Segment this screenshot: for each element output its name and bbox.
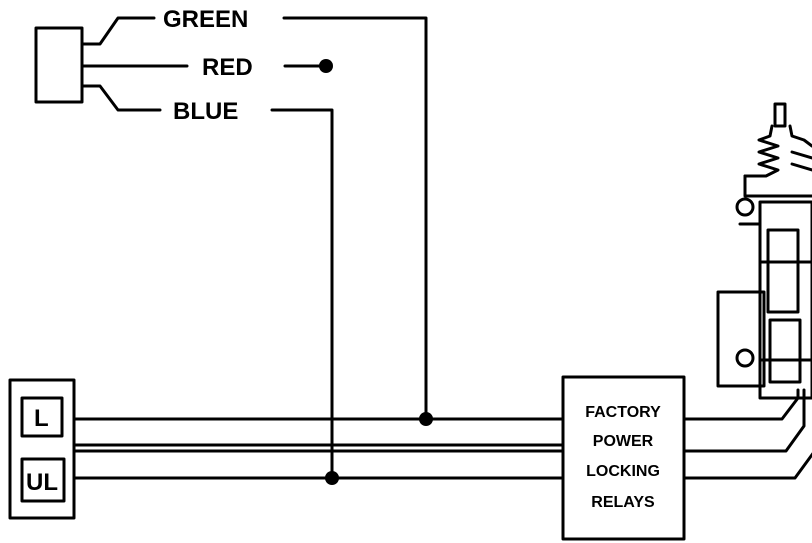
blue-unlock-junction (325, 471, 339, 485)
module-connector (34, 26, 84, 104)
actuator-lead-3 (682, 452, 812, 480)
unlock-terminal-label: UL (26, 469, 58, 496)
red-wire-label: RED (202, 54, 253, 81)
unlock-terminal (20, 457, 66, 503)
blue-wire-lead (80, 84, 162, 112)
blue-wire-label: BLUE (173, 98, 238, 125)
lock-terminal-label: L (34, 405, 49, 432)
green-wire (282, 16, 428, 421)
door-lock-switch-box (8, 378, 76, 520)
relay-label-line1: FACTORY (585, 404, 661, 421)
green-wire-label: GREEN (163, 6, 248, 33)
actuator-lead-1 (682, 388, 800, 421)
green-wire-lead (80, 16, 156, 46)
relay-label-line2: POWER (593, 433, 654, 450)
red-wire-end-dot (319, 59, 333, 73)
lock-terminal (20, 396, 64, 438)
blue-wire (270, 108, 334, 480)
door-lock-actuator (716, 102, 812, 400)
relay-label-line4: RELAYS (591, 494, 655, 511)
actuator-lead-2 (682, 388, 806, 453)
green-lock-junction (419, 412, 433, 426)
factory-relay-box (561, 375, 686, 541)
relay-label-line3: LOCKING (586, 463, 660, 480)
